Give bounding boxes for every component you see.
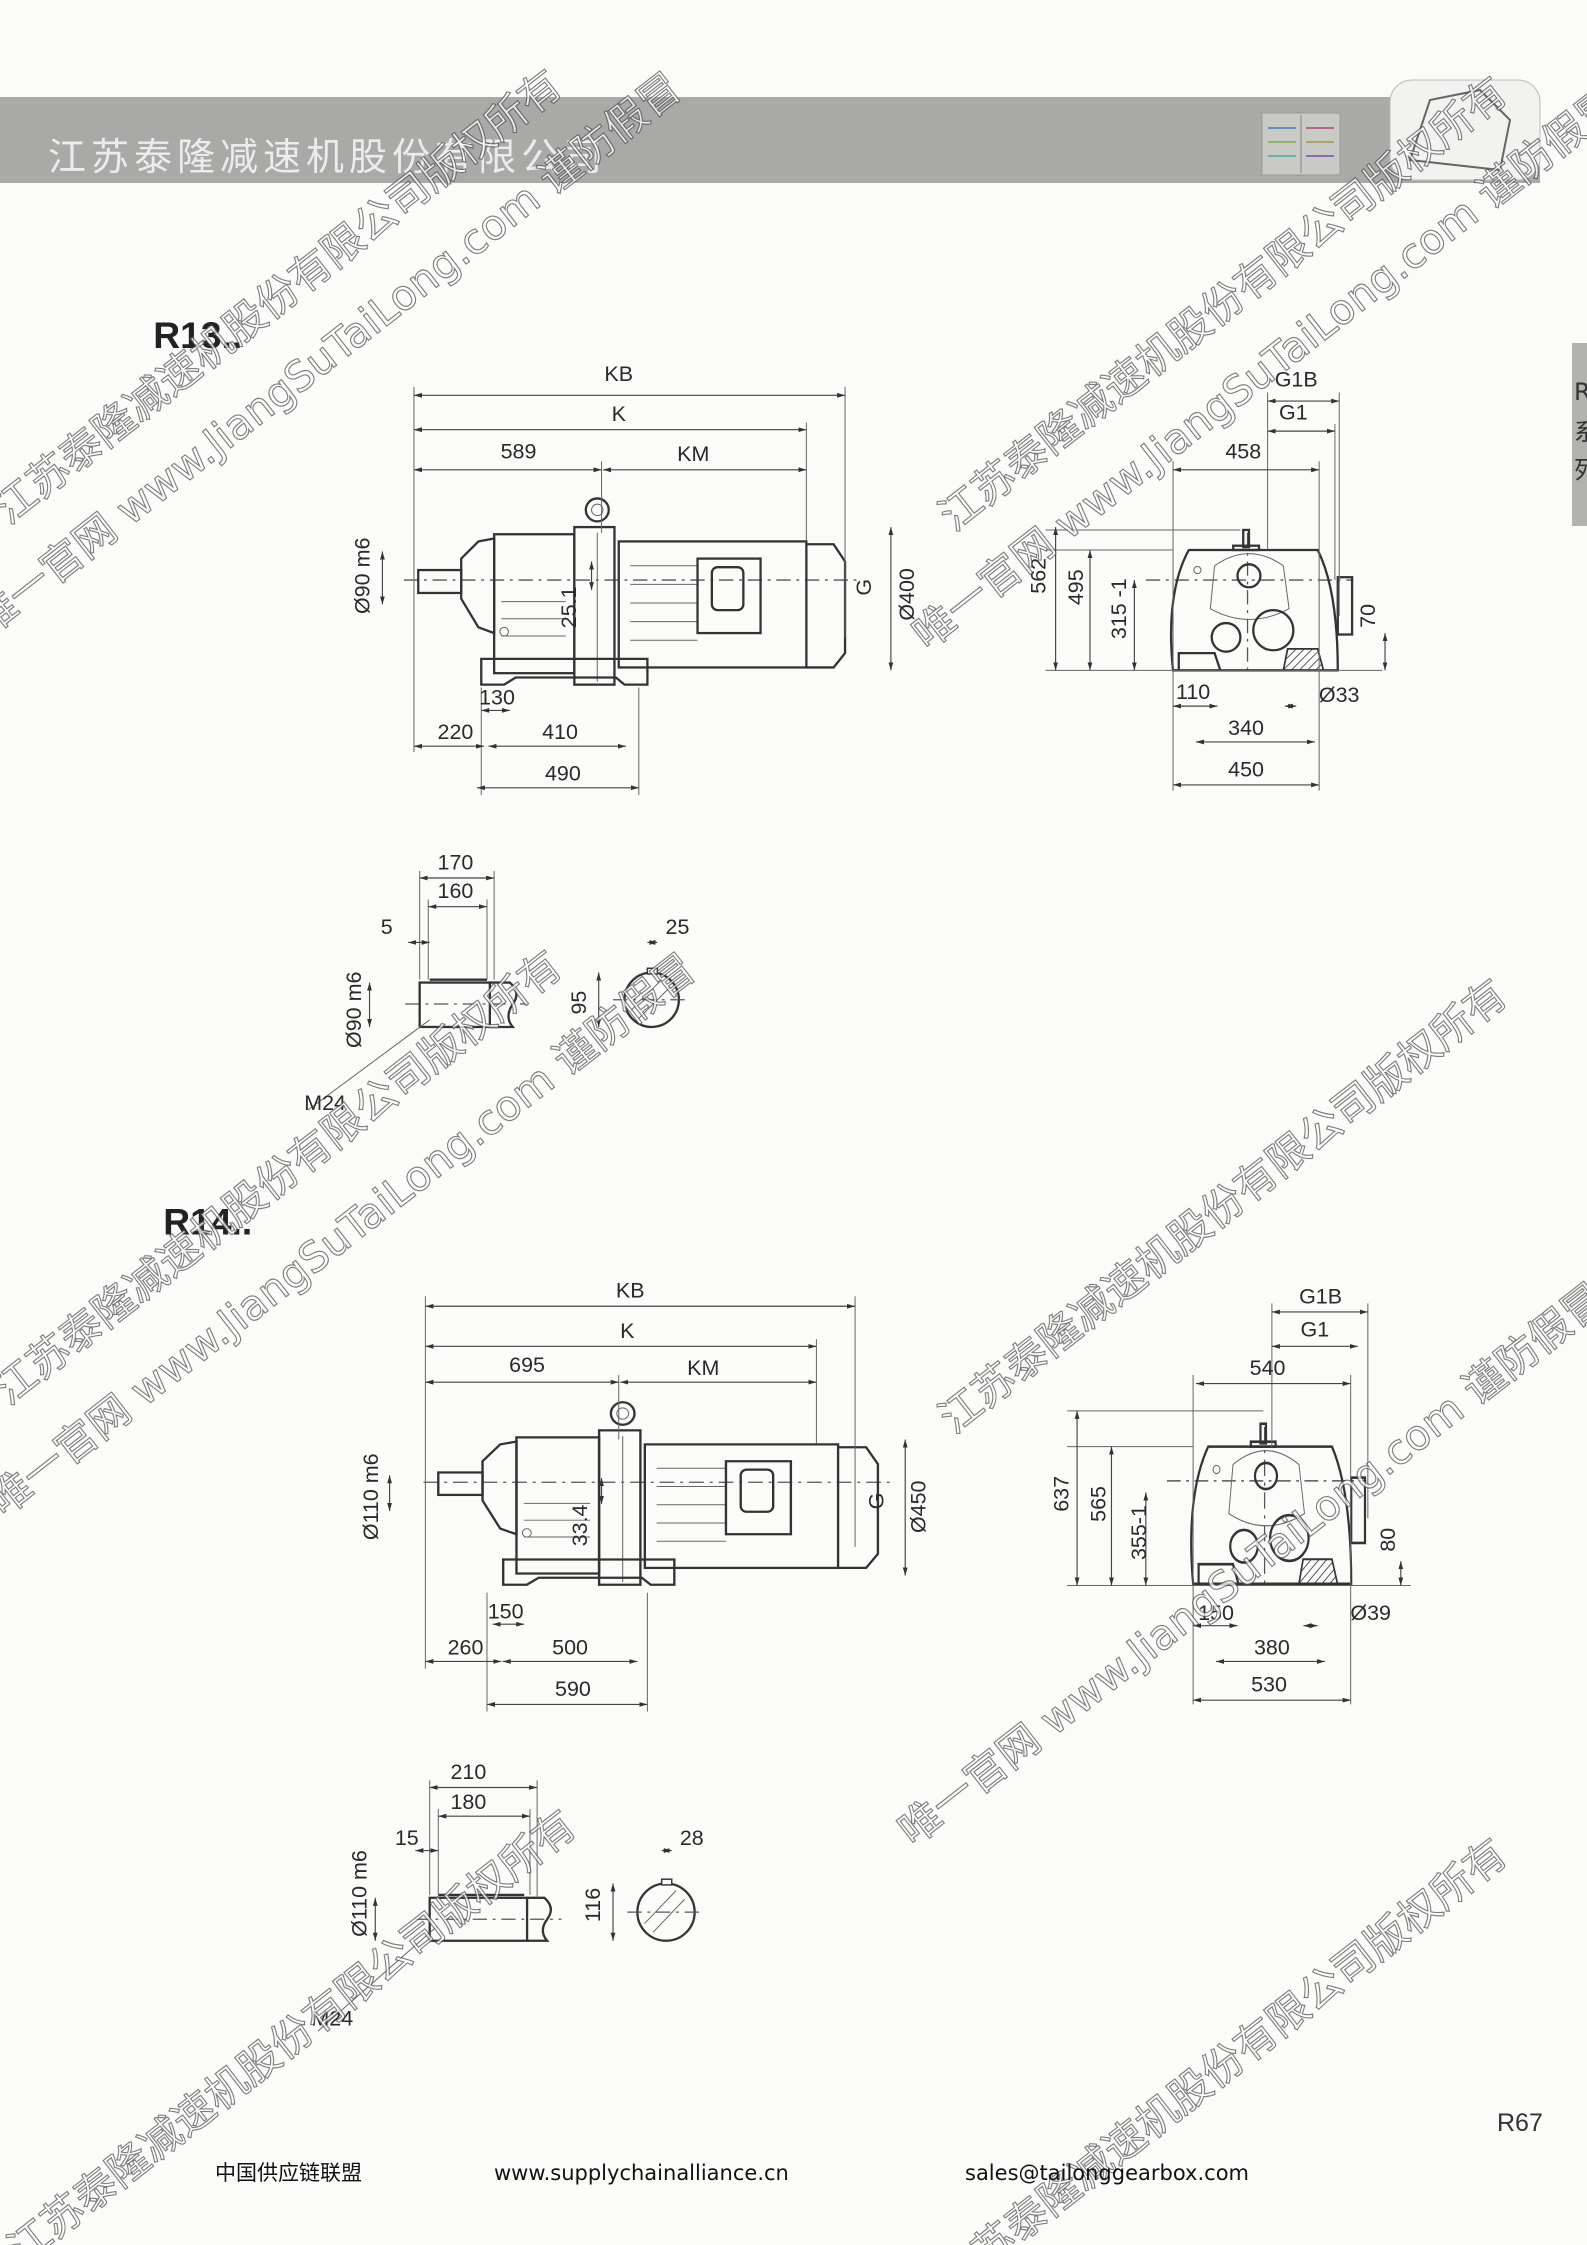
r14-shaft-detail: [317, 1878, 705, 2032]
dimension-label-side-d220: 220: [438, 720, 474, 744]
dimension-label-end-d80: 80: [1376, 1528, 1400, 1552]
page-number: R67: [1497, 2109, 1543, 2137]
dimension-label-shaft-d116: 116: [581, 1888, 605, 1922]
dimension-label-end-hole: Ø39: [1350, 1601, 1391, 1625]
dimension-label-shaft-d95: 95: [567, 991, 591, 1015]
dimension-label-shaft-dia: Ø90 m6: [342, 972, 366, 1048]
company-title: 江苏泰隆减速机股份有限公司: [48, 135, 607, 179]
dimension-label-end-d562: 562: [1027, 558, 1051, 594]
dimension-label-side-k: K: [612, 402, 627, 426]
dimension-label-side-d590: 590: [555, 1677, 591, 1701]
dimension-label-side-d130: 130: [479, 686, 515, 710]
watermark-text: 江苏泰隆减速机股份有限公司版权所有: [0, 941, 571, 1414]
dimension-label-end-d530: 530: [1251, 1673, 1287, 1697]
dimension-label-end-d110: 110: [1176, 680, 1210, 704]
footer-alliance: 中国供应链联盟: [215, 2161, 362, 2185]
r13-end-view: [1145, 528, 1354, 674]
dimension-label-end-d355: 355-1: [1127, 1505, 1151, 1560]
dimension-label-side-d500: 500: [552, 1635, 588, 1659]
dimension-label-end-hole: Ø33: [1319, 683, 1360, 707]
dimension-label-end-g1b: G1B: [1299, 1284, 1342, 1308]
dimension-label-shaft-thread: M24: [304, 1091, 346, 1115]
dimension-label-end-g1: G1: [1279, 401, 1308, 425]
dimension-label-end-d565: 565: [1087, 1486, 1111, 1522]
r13-shaft-detail: [307, 967, 688, 1111]
dimension-label-side-km: KM: [687, 1356, 719, 1380]
dimension-label-side-kb: KB: [616, 1279, 645, 1303]
side-tab-char: 系: [1574, 418, 1587, 446]
dimension-label-end-d150: 150: [1198, 1601, 1234, 1625]
dimension-label-shaft-d5: 5: [381, 915, 393, 939]
dimension-label-side-ecc: 33.4: [568, 1504, 592, 1546]
dimension-label-side-d490: 490: [545, 762, 581, 786]
dimension-label-side-motor_dia: Ø400: [895, 568, 919, 621]
series-side-tab: R 系 列: [1572, 343, 1587, 526]
side-tab-char: 列: [1574, 456, 1587, 484]
catalog-logo-icon: [1261, 79, 1541, 181]
dimension-label-side-g: G: [852, 579, 876, 596]
dimension-label-side-g: G: [865, 1493, 889, 1510]
dimension-label-side-ecc: 25.1: [557, 586, 581, 628]
dimension-label-side-kb: KB: [604, 362, 633, 386]
dimension-label-end-d315: 315 -1: [1107, 578, 1131, 639]
dimension-label-side-dia: Ø90 m6: [351, 538, 375, 614]
dimension-label-end-d450: 450: [1228, 757, 1264, 781]
r13-side-view: [403, 497, 860, 686]
dimension-label-end-d540: 540: [1250, 1356, 1286, 1380]
dimension-label-end-d340: 340: [1228, 716, 1264, 740]
dimension-label-shaft-dia: Ø110 m6: [348, 1850, 372, 1937]
dimension-label-end-d70: 70: [1356, 604, 1380, 628]
header-band: 江苏泰隆减速机股份有限公司: [0, 79, 1541, 183]
watermark-text: 江苏泰隆减速机股份有限公司版权所有: [930, 969, 1516, 1442]
dimension-label-side-motor_dia: Ø450: [906, 1480, 930, 1533]
dimension-label-shaft-d160: 160: [438, 879, 474, 903]
dimension-label-shaft-d15: 15: [395, 1826, 419, 1850]
dimension-label-side-d260: 260: [448, 1635, 484, 1659]
dimension-label-shaft-d28: 28: [680, 1826, 704, 1850]
dimension-label-shaft-d25: 25: [666, 915, 690, 939]
r14-model-title: R14..: [163, 1201, 252, 1243]
footer-website-link[interactable]: www.supplychainalliance.cn: [494, 2161, 789, 2185]
dimension-label-shaft-thread: M24: [311, 2006, 353, 2030]
dimension-label-side-d150: 150: [488, 1599, 524, 1623]
dimension-label-shaft-d180: 180: [450, 1790, 486, 1814]
dimension-label-side-dia: Ø110 m6: [359, 1453, 383, 1540]
dimension-label-end-d495: 495: [1064, 569, 1088, 605]
r13-model-title: R13..: [153, 314, 242, 356]
dimension-drawings: R13.. R14..: [0, 59, 1587, 2245]
r14-side-view: [422, 1401, 894, 1586]
dimension-label-side-k: K: [620, 1319, 635, 1343]
dimension-label-end-d380: 380: [1254, 1635, 1290, 1659]
footer-email-link[interactable]: sales@tailonggearbox.com: [965, 2161, 1249, 2185]
dimension-label-side-d589: 589: [501, 439, 537, 463]
dimension-label-shaft-d210: 210: [450, 1760, 486, 1784]
dimension-label-shaft-d170: 170: [438, 850, 474, 874]
dimension-label-end-d637: 637: [1049, 1476, 1073, 1512]
side-tab-char: R: [1574, 378, 1587, 406]
dimension-label-side-km: KM: [677, 442, 709, 466]
dimension-label-end-g1: G1: [1301, 1317, 1330, 1341]
dimension-label-side-d695: 695: [509, 1353, 545, 1377]
dimension-label-side-d410: 410: [542, 720, 578, 744]
dimension-label-end-g1b: G1B: [1275, 368, 1318, 392]
dimension-label-end-d458: 458: [1225, 439, 1261, 463]
